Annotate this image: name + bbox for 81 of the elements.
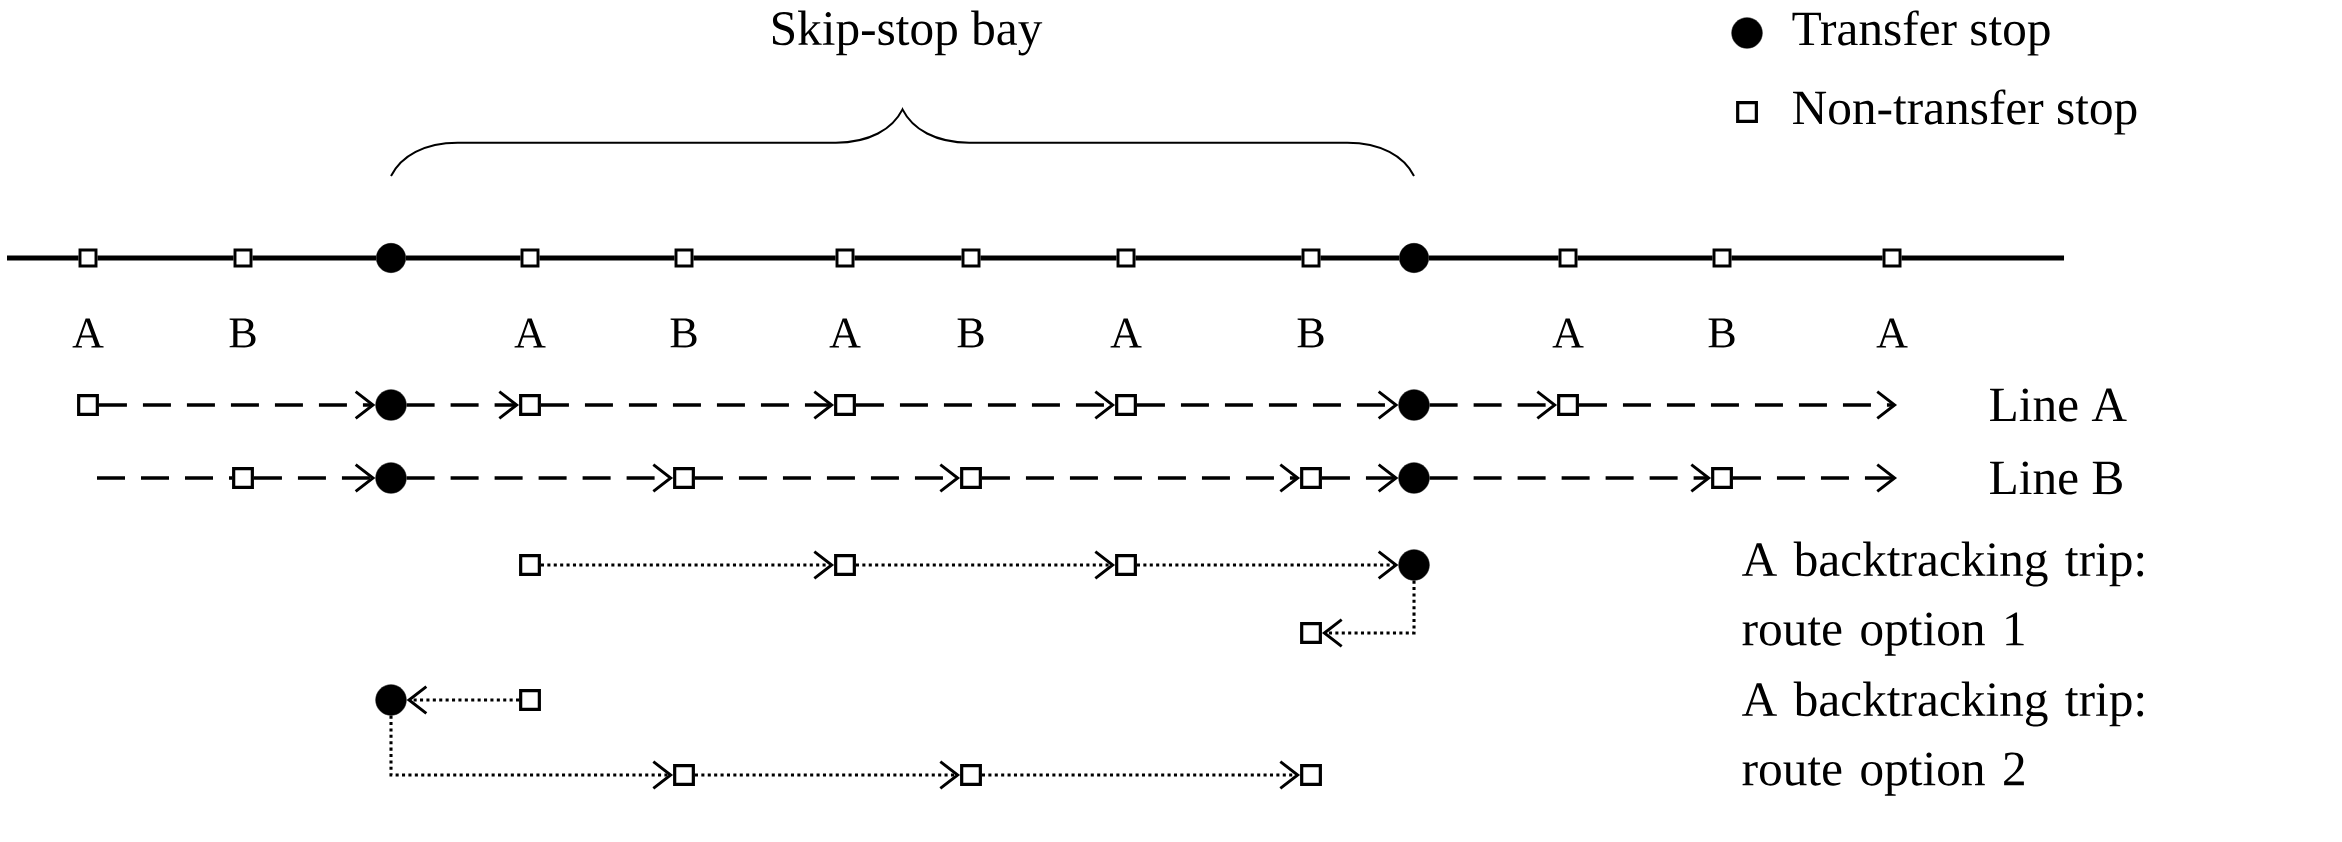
stop-square bbox=[77, 394, 99, 416]
route-line bbox=[1428, 255, 1559, 261]
stop-letter: A bbox=[829, 318, 861, 348]
stop-square bbox=[673, 467, 695, 489]
stop-square bbox=[519, 394, 541, 416]
arrow bbox=[540, 550, 835, 580]
route-line bbox=[1901, 255, 2065, 261]
stop-letter: B bbox=[670, 318, 697, 348]
route-line bbox=[7, 255, 79, 261]
route-line bbox=[405, 255, 521, 261]
stop-dot bbox=[375, 389, 407, 421]
legend-text: Non-transfer stop bbox=[1793, 89, 2137, 135]
line-label: Line B bbox=[1990, 461, 2122, 495]
arrow bbox=[981, 463, 1301, 493]
arrow bbox=[406, 685, 520, 715]
stop-letter: A bbox=[1552, 318, 1584, 348]
route-line bbox=[97, 255, 234, 261]
stop-dot bbox=[1399, 243, 1429, 273]
arrow bbox=[981, 760, 1301, 790]
arrow bbox=[1136, 390, 1399, 420]
arrow bbox=[389, 715, 674, 790]
arrow bbox=[98, 390, 376, 420]
stop-square bbox=[1115, 394, 1137, 416]
arrow bbox=[855, 390, 1116, 420]
arrow bbox=[406, 390, 520, 420]
route-line bbox=[97, 476, 233, 480]
arrow bbox=[694, 760, 961, 790]
stop-square bbox=[1300, 467, 1322, 489]
arrow bbox=[1429, 463, 1712, 493]
brace-label: Skip-stop bay bbox=[772, 10, 1043, 56]
stop-square bbox=[519, 554, 541, 576]
arrow bbox=[1136, 550, 1399, 580]
stop-square bbox=[960, 467, 982, 489]
route-line bbox=[980, 255, 1117, 261]
route-line bbox=[1577, 255, 1713, 261]
arrow bbox=[855, 550, 1116, 580]
arrow bbox=[1321, 580, 1416, 648]
stop-letter: B bbox=[957, 318, 984, 348]
line-label: Line A bbox=[1990, 388, 2127, 422]
arrow bbox=[540, 390, 835, 420]
route-line bbox=[854, 255, 962, 261]
stop-letter: A bbox=[1110, 318, 1142, 348]
route-line bbox=[539, 255, 675, 261]
stop-dot bbox=[375, 462, 407, 494]
arrow bbox=[694, 463, 961, 493]
stop-square bbox=[232, 467, 254, 489]
stop-square bbox=[1300, 764, 1322, 786]
route-line bbox=[693, 255, 836, 261]
stop-letter: A bbox=[1876, 318, 1908, 348]
stop-square bbox=[1115, 554, 1137, 576]
arrow bbox=[1321, 463, 1399, 493]
stop-square bbox=[834, 554, 856, 576]
arrow bbox=[1578, 390, 1898, 420]
stop-dot bbox=[1398, 389, 1430, 421]
stop-dot bbox=[375, 684, 407, 716]
arrow bbox=[406, 463, 674, 493]
stop-letter: A bbox=[514, 318, 546, 348]
route-caption: A backtracking trip: route option 1 bbox=[1742, 541, 2144, 656]
route-caption: A backtracking trip: route option 2 bbox=[1742, 681, 2144, 796]
stop-letter: B bbox=[229, 318, 256, 348]
arrow bbox=[1732, 463, 1898, 493]
stop-square bbox=[834, 394, 856, 416]
stop-dot bbox=[1398, 462, 1430, 494]
stop-dot bbox=[1398, 549, 1430, 581]
stop-square bbox=[673, 764, 695, 786]
arrow bbox=[253, 463, 376, 493]
stop-letter: B bbox=[1708, 318, 1735, 348]
arrow bbox=[1429, 390, 1558, 420]
route-line bbox=[1135, 255, 1302, 261]
stop-letter: A bbox=[72, 318, 104, 348]
legend-text: Transfer stop bbox=[1792, 10, 2050, 56]
route-line bbox=[1320, 255, 1400, 261]
stop-square bbox=[960, 764, 982, 786]
stop-dot bbox=[376, 243, 406, 273]
stop-letter: B bbox=[1297, 318, 1324, 348]
stop-square bbox=[519, 689, 541, 711]
stop-square bbox=[1711, 467, 1733, 489]
route-line bbox=[1731, 255, 1883, 261]
stop-square bbox=[1557, 394, 1579, 416]
stop-square bbox=[1300, 622, 1322, 644]
route-line bbox=[252, 255, 377, 261]
